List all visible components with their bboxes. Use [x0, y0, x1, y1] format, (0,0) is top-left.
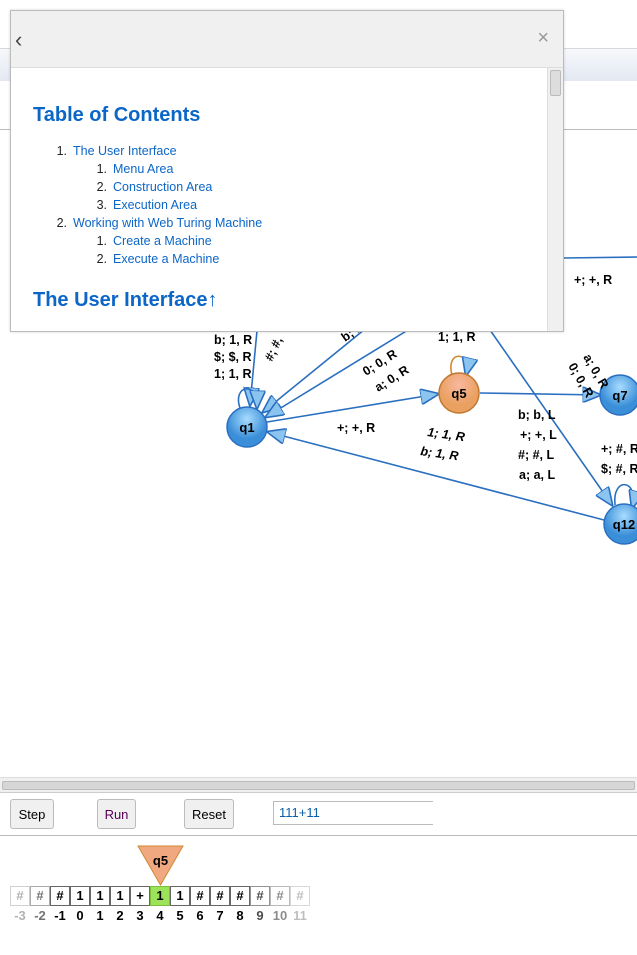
dialog-header: ‹ ×: [11, 11, 563, 68]
svg-text:a; a, L: a; a, L: [519, 468, 555, 482]
toc-link[interactable]: Construction Area: [113, 180, 213, 194]
toc-number: 2.: [56, 216, 67, 230]
tape-cell: #: [10, 886, 30, 906]
state-q1[interactable]: q1: [226, 406, 268, 448]
tape-cell: 1: [170, 886, 190, 906]
tape-index: 4: [156, 908, 164, 923]
tape-index: 8: [236, 908, 244, 923]
tape-head: q5: [137, 845, 184, 887]
tape-index: 2: [116, 908, 124, 923]
svg-text:b; 1, R: b; 1, R: [420, 444, 460, 463]
back-icon[interactable]: ‹: [15, 27, 23, 52]
tape-index: 0: [76, 908, 84, 923]
run-button[interactable]: Run: [97, 799, 136, 829]
tape-cell: 1: [110, 886, 130, 906]
svg-text:#; #, L: #; #, L: [518, 448, 554, 462]
svg-text:+; +, R: +; +, R: [574, 273, 612, 287]
section-title: The User Interface↑: [33, 289, 218, 311]
tape-input[interactable]: 111+11: [273, 801, 433, 825]
reset-button[interactable]: Reset: [184, 799, 234, 829]
tape-cell: #: [210, 886, 230, 906]
toc-subitem[interactable]: 3. Execution Area: [97, 198, 198, 212]
state-diagram[interactable]: q1 q5 q7 q12 b; 1, R $; $, R 1; 1, R #; …: [0, 130, 637, 775]
tape-index: 9: [256, 908, 264, 923]
toc-link[interactable]: Execute a Machine: [113, 252, 220, 266]
toc-subitem[interactable]: 1. Menu Area: [97, 162, 174, 176]
tape-index: 11: [293, 908, 307, 923]
toc-link[interactable]: Menu Area: [113, 162, 174, 176]
svg-text:b; 1, R: b; 1, R: [214, 333, 252, 347]
tape-index: 3: [136, 908, 144, 923]
tape-cell: 1: [70, 886, 90, 906]
tape-index: 1: [96, 908, 104, 923]
toc-number: 1.: [96, 162, 107, 176]
help-dialog: ‹ × Table of Contents 1. The User Interfa…: [10, 10, 564, 332]
toc-link[interactable]: Create a Machine: [113, 234, 212, 248]
state-q7[interactable]: q7: [599, 374, 637, 416]
vertical-scrollbar[interactable]: [547, 68, 563, 331]
svg-text:b; b, L: b; b, L: [518, 408, 556, 422]
tape-index: -3: [14, 908, 26, 923]
tape-index: 6: [196, 908, 204, 923]
svg-text:$; #, R: $; #, R: [601, 462, 637, 476]
svg-text:q1: q1: [239, 420, 254, 435]
svg-text:q5: q5: [451, 386, 466, 401]
toc-number: 1.: [56, 144, 67, 158]
toc-subitem[interactable]: 2. Execute a Machine: [97, 252, 220, 266]
tape-cell: #: [290, 886, 310, 906]
tape-cell: #: [30, 886, 50, 906]
tape-cell: #: [250, 886, 270, 906]
svg-text:q12: q12: [613, 517, 635, 532]
horizontal-scrollbar[interactable]: [0, 777, 637, 793]
toc-link[interactable]: Execution Area: [113, 198, 198, 212]
toc-number: 3.: [96, 198, 107, 212]
svg-text:+; +, R: +; +, R: [337, 421, 375, 435]
svg-text:q7: q7: [612, 388, 627, 403]
toc-subitem[interactable]: 2. Construction Area: [97, 180, 213, 194]
svg-text:+; #, R: +; #, R: [601, 442, 637, 456]
toc-subitem[interactable]: 1. Create a Machine: [97, 234, 212, 248]
toc-item[interactable]: 2. Working with Web Turing Machine: [57, 216, 263, 230]
tape-cell: #: [50, 886, 70, 906]
toc-number: 2.: [96, 180, 107, 194]
svg-text:q5: q5: [153, 853, 168, 868]
tape-cell: #: [190, 886, 210, 906]
tape-index: 10: [272, 908, 288, 923]
svg-text:1; 1, R: 1; 1, R: [427, 425, 466, 444]
divider: [0, 835, 637, 836]
transitions: [237, 256, 637, 521]
svg-text:$; $, R: $; $, R: [214, 350, 252, 364]
svg-text:1; 1, R: 1; 1, R: [214, 367, 252, 381]
tape-index: 7: [216, 908, 224, 923]
tape-cell: 1: [150, 886, 170, 906]
tape-index: 5: [176, 908, 184, 923]
state-q5-current[interactable]: q5: [438, 372, 480, 414]
tape-cell: #: [270, 886, 290, 906]
state-q12[interactable]: q12: [603, 503, 637, 545]
tape-cell: #: [230, 886, 250, 906]
toc-number: 2.: [96, 252, 107, 266]
toc-link[interactable]: Working with Web Turing Machine: [73, 216, 263, 230]
step-button[interactable]: Step: [10, 799, 54, 829]
svg-text:1; 1, R: 1; 1, R: [438, 330, 476, 344]
tape-cell: +: [130, 886, 150, 906]
toc-number: 1.: [96, 234, 107, 248]
tape-index: -2: [34, 908, 46, 923]
tape-cell: 1: [90, 886, 110, 906]
svg-text:+; +, L: +; +, L: [520, 428, 557, 442]
svg-text:#; #,: #; #,: [262, 335, 285, 364]
tape-index: -1: [54, 908, 66, 923]
toc-item[interactable]: 1. The User Interface: [57, 144, 177, 158]
toc-link[interactable]: The User Interface: [73, 144, 177, 158]
toc-title: Table of Contents: [33, 104, 201, 126]
close-icon[interactable]: ×: [537, 27, 549, 49]
